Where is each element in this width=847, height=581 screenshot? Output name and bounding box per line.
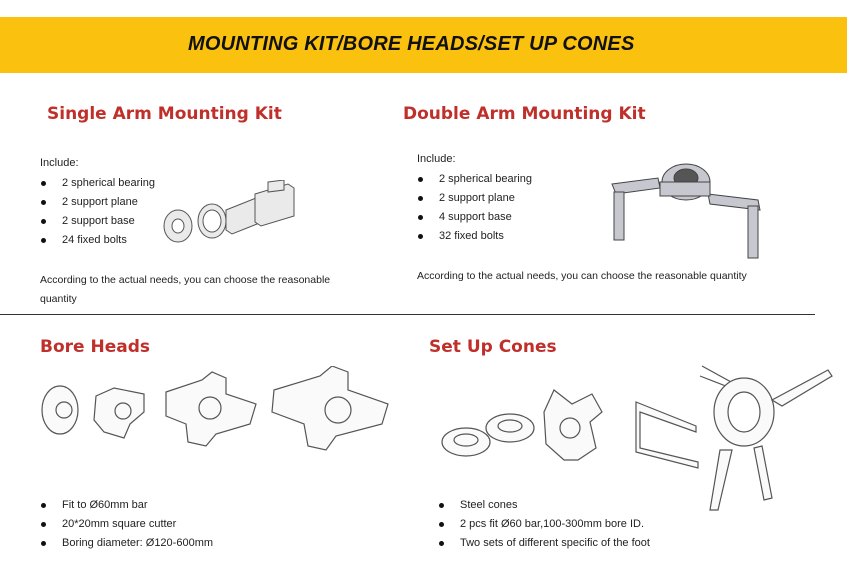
single-arm-title: Single Arm Mounting Kit xyxy=(47,104,282,124)
double-arm-kit-image xyxy=(611,163,761,259)
list-item: 2 spherical bearing xyxy=(417,170,532,189)
bore-heads-image xyxy=(41,366,389,451)
double-arm-title: Double Arm Mounting Kit xyxy=(403,104,646,124)
list-item: 2 support base xyxy=(40,212,155,231)
set-up-cones-image xyxy=(441,365,833,511)
list-item: 24 fixed bolts xyxy=(40,231,155,250)
list-item: 2 spherical bearing xyxy=(40,174,155,193)
page-title: MOUNTING KIT/BORE HEADS/SET UP CONES xyxy=(188,33,635,55)
list-item: 2 pcs fit Ø60 bar,100-300mm bore ID. xyxy=(438,515,650,534)
list-item: Boring diameter: Ø120-600mm xyxy=(40,534,213,553)
list-item: 4 support base xyxy=(417,208,532,227)
bore-heads-title: Bore Heads xyxy=(40,337,150,357)
single-arm-kit-image xyxy=(163,180,295,243)
list-item: Steel cones xyxy=(438,496,650,515)
list-item: 32 fixed bolts xyxy=(417,227,532,246)
bore-heads-list: Fit to Ø60mm bar 20*20mm square cutter B… xyxy=(40,496,213,553)
list-item: 2 support plane xyxy=(417,189,532,208)
double-arm-list: 2 spherical bearing 2 support plane 4 su… xyxy=(417,170,532,246)
single-arm-include-label: Include: xyxy=(40,157,79,169)
double-arm-include-label: Include: xyxy=(417,153,456,165)
list-item: 2 support plane xyxy=(40,193,155,212)
single-arm-list: 2 spherical bearing 2 support plane 2 su… xyxy=(40,174,155,250)
list-item: Two sets of different specific of the fo… xyxy=(438,534,650,553)
list-item: 20*20mm square cutter xyxy=(40,515,213,534)
title-banner xyxy=(0,17,847,73)
section-divider xyxy=(0,314,815,315)
single-arm-note: According to the actual needs, you can c… xyxy=(40,274,331,305)
list-item: Fit to Ø60mm bar xyxy=(40,496,213,515)
double-arm-note: According to the actual needs, you can c… xyxy=(417,270,747,282)
set-up-cones-list: Steel cones 2 pcs fit Ø60 bar,100-300mm … xyxy=(438,496,650,553)
set-up-cones-title: Set Up Cones xyxy=(429,337,557,357)
